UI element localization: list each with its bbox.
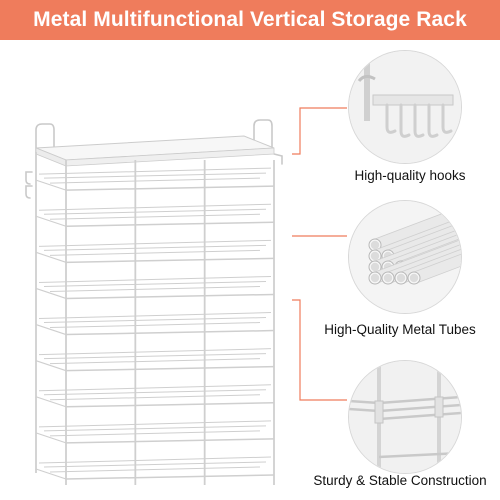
- tubes-detail-image: [348, 200, 462, 314]
- feature-caption-hooks: High-quality hooks: [354, 168, 466, 183]
- hooks-detail-image: [348, 50, 462, 164]
- feature-caption-tubes: High-Quality Metal Tubes: [324, 322, 476, 337]
- storage-rack-image: [25, 119, 283, 485]
- leader-line-construction: [292, 299, 347, 401]
- leader-line-hooks: [292, 107, 347, 155]
- banner-title: Metal Multifunctional Vertical Storage R…: [33, 8, 467, 31]
- title-banner: Metal Multifunctional Vertical Storage R…: [0, 0, 500, 40]
- feature-caption-construction: Sturdy & Stable Construction: [313, 473, 487, 488]
- construction-detail-image: [348, 360, 462, 474]
